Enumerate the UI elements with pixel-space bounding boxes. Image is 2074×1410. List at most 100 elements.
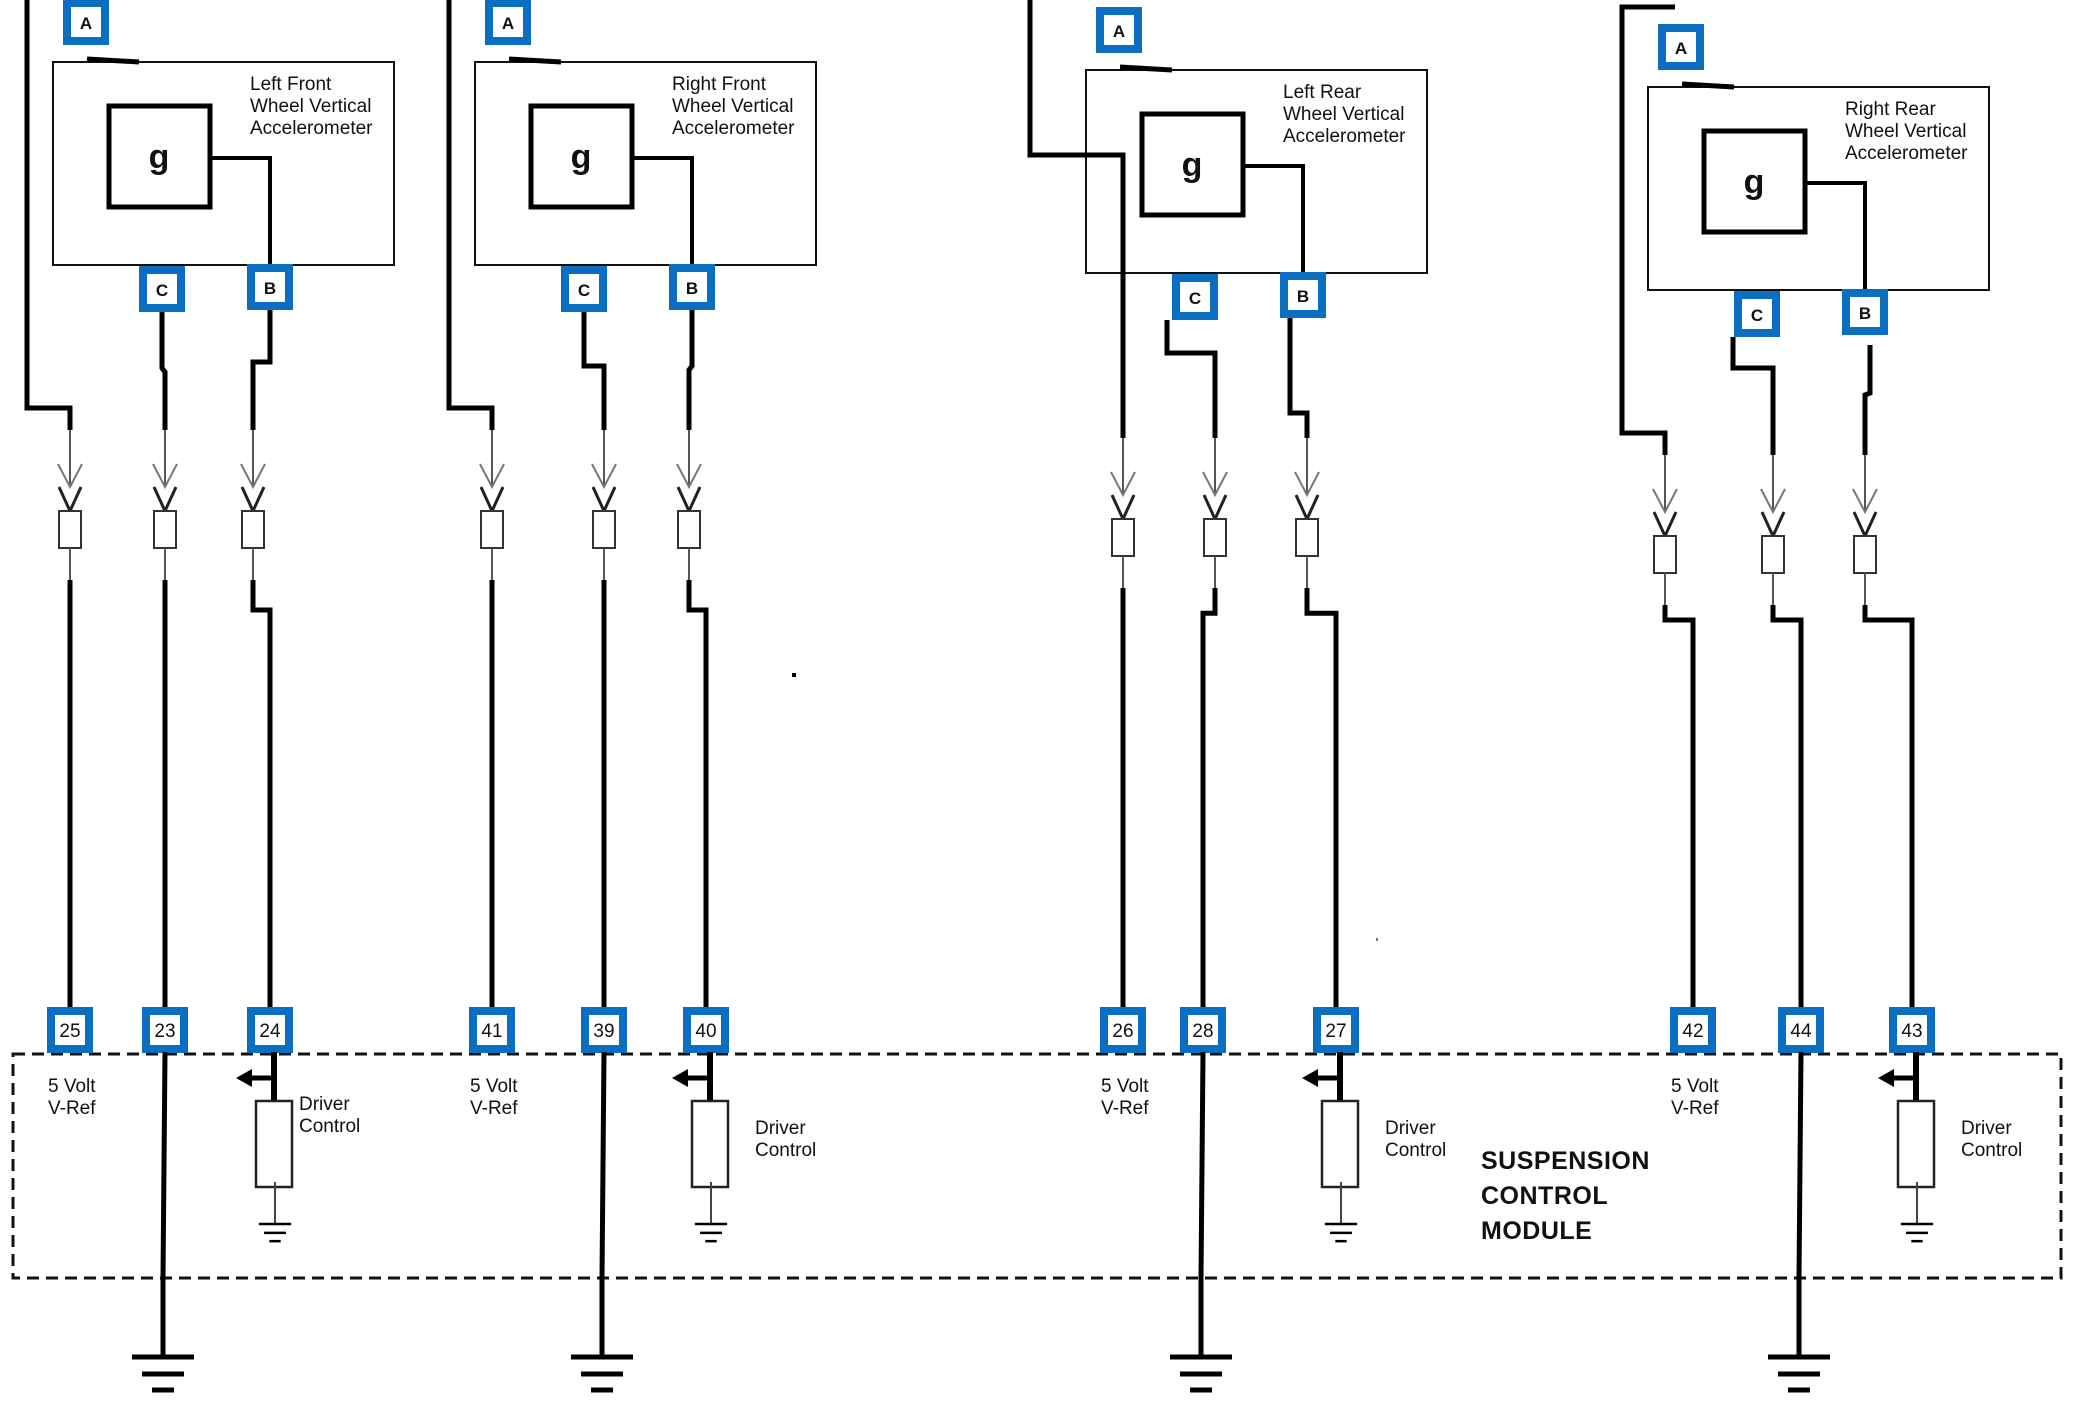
ground-wire xyxy=(160,1051,168,1357)
module-pin-ground: 23 xyxy=(142,1007,188,1053)
wire-pin-b xyxy=(1287,318,1310,438)
g-sensor-element xyxy=(106,103,213,210)
sensor-title-line-3: Accelerometer xyxy=(1845,143,1968,164)
inline-connector-signal xyxy=(240,430,266,580)
sensor-pin-a-label: A xyxy=(1113,22,1125,41)
inline-connector-ground-body xyxy=(1761,535,1785,574)
vref-label-line-2: V-Ref xyxy=(48,1098,96,1119)
driver-label-line-1: Driver xyxy=(755,1118,806,1139)
pin-a-lead xyxy=(1119,64,1173,73)
inline-connector-signal-body xyxy=(1295,518,1319,557)
harness-wire-signal xyxy=(686,580,709,1008)
inline-connector-vref-body xyxy=(1653,535,1677,574)
inline-connector-ground-body xyxy=(153,510,177,549)
harness-wire-signal xyxy=(1862,605,1915,1008)
sensor-housing xyxy=(1085,69,1428,274)
sensor-title-line-2: Wheel Vertical xyxy=(1283,104,1404,125)
wire-pin-b xyxy=(250,310,273,430)
wire-pin-a xyxy=(24,0,73,430)
module-pin-signal: 43 xyxy=(1889,1007,1935,1053)
chassis-ground-icon xyxy=(1768,1354,1830,1393)
sensor-pin-b-frame xyxy=(1280,272,1326,318)
driver-arrow-icon xyxy=(1302,1069,1318,1087)
module-pin-vref-label: 42 xyxy=(1682,1021,1703,1042)
module-pin-signal-label: 43 xyxy=(1901,1021,1922,1042)
driver-resistor xyxy=(254,1099,294,1189)
inline-connector-ground xyxy=(152,430,178,580)
module-pin-vref-label: 25 xyxy=(59,1021,80,1042)
ground-wire xyxy=(1198,1051,1206,1357)
wire-pin-c xyxy=(1730,337,1776,455)
driver-label-line-1: Driver xyxy=(1385,1118,1436,1139)
sensor-title-line-3: Accelerometer xyxy=(1283,126,1406,147)
internal-signal-wire xyxy=(632,156,694,265)
driver-ground-icon xyxy=(1900,1222,1934,1243)
sensor-pin-a-label: A xyxy=(502,14,514,33)
sensor-title-line-1: Right Front xyxy=(672,74,767,95)
wire-pin-c xyxy=(581,312,607,430)
inline-connector-vref-female-chevron xyxy=(1110,471,1136,498)
g-glyph: g xyxy=(1744,163,1765,201)
module-pin-ground: 39 xyxy=(581,1007,627,1053)
sensor-pin-a-frame xyxy=(1096,7,1142,53)
driver-ground-icon xyxy=(258,1222,292,1243)
sensor-title-line-3: Accelerometer xyxy=(250,118,373,139)
sensor-title-line-1: Right Rear xyxy=(1845,99,1936,120)
sensor-pin-b-frame xyxy=(247,264,293,310)
module-pin-vref-frame xyxy=(469,1007,515,1053)
wire-pin-c xyxy=(159,312,168,430)
module-pin-ground-frame xyxy=(581,1007,627,1053)
harness-wire-vref xyxy=(1662,605,1696,1008)
driver-label-line-2: Control xyxy=(299,1116,360,1137)
inline-connector-signal-male-chevron xyxy=(1294,494,1320,523)
inline-connector-ground-male-chevron xyxy=(1760,511,1786,540)
sensor-pin-a: A xyxy=(63,0,109,45)
inline-connector-ground-body xyxy=(1203,518,1227,557)
ground-wire xyxy=(1796,1051,1804,1357)
speck xyxy=(1376,938,1378,941)
module-title-line-2: CONTROL xyxy=(1481,1182,1608,1210)
g-sensor-element xyxy=(528,103,635,210)
module-pin-ground: 44 xyxy=(1778,1007,1824,1053)
inline-connector-signal-male-chevron xyxy=(676,486,702,515)
inline-connector-vref-female-chevron xyxy=(1652,488,1678,515)
sensor-pin-c: C xyxy=(139,266,185,312)
sensor-pin-a: A xyxy=(485,0,531,45)
module-pin-signal-frame xyxy=(1889,1007,1935,1053)
inline-connector-vref xyxy=(57,430,83,580)
internal-signal-wire xyxy=(1243,164,1305,273)
inline-connector-vref xyxy=(479,430,505,580)
inline-connector-vref-female-chevron xyxy=(57,463,83,490)
driver-arrow-icon xyxy=(672,1069,688,1087)
pin-a-lead xyxy=(86,56,140,65)
inline-connector-signal-body xyxy=(677,510,701,549)
module-title: SUSPENSION CONTROL MODULE xyxy=(1481,1147,1649,1245)
inline-connector-ground-male-chevron xyxy=(1202,494,1228,523)
ground-wire xyxy=(599,1051,607,1357)
inline-connector-ground-female-chevron xyxy=(1760,488,1786,515)
module-pin-ground: 28 xyxy=(1180,1007,1226,1053)
driver-label-line-2: Control xyxy=(1385,1140,1446,1161)
inline-connector-ground xyxy=(591,430,617,580)
module-pin-vref: 42 xyxy=(1670,1007,1716,1053)
sensor-pin-a: A xyxy=(1658,24,1704,70)
module-pin-signal-frame xyxy=(247,1007,293,1053)
module-pin-signal-frame xyxy=(1313,1007,1359,1053)
inline-connector-signal xyxy=(1294,438,1320,588)
suspension-control-module-boundary xyxy=(11,1052,2063,1280)
inline-connector-vref-body xyxy=(1111,518,1135,557)
harness-wire-ground xyxy=(1770,605,1804,1008)
inline-connector-ground xyxy=(1202,438,1228,588)
inline-connector-vref-male-chevron xyxy=(1110,494,1136,523)
sensor-title-line-2: Wheel Vertical xyxy=(250,96,371,117)
inline-connector-vref xyxy=(1652,455,1678,605)
module-pin-ground-label: 23 xyxy=(154,1021,175,1042)
pin-a-lead xyxy=(508,56,562,65)
